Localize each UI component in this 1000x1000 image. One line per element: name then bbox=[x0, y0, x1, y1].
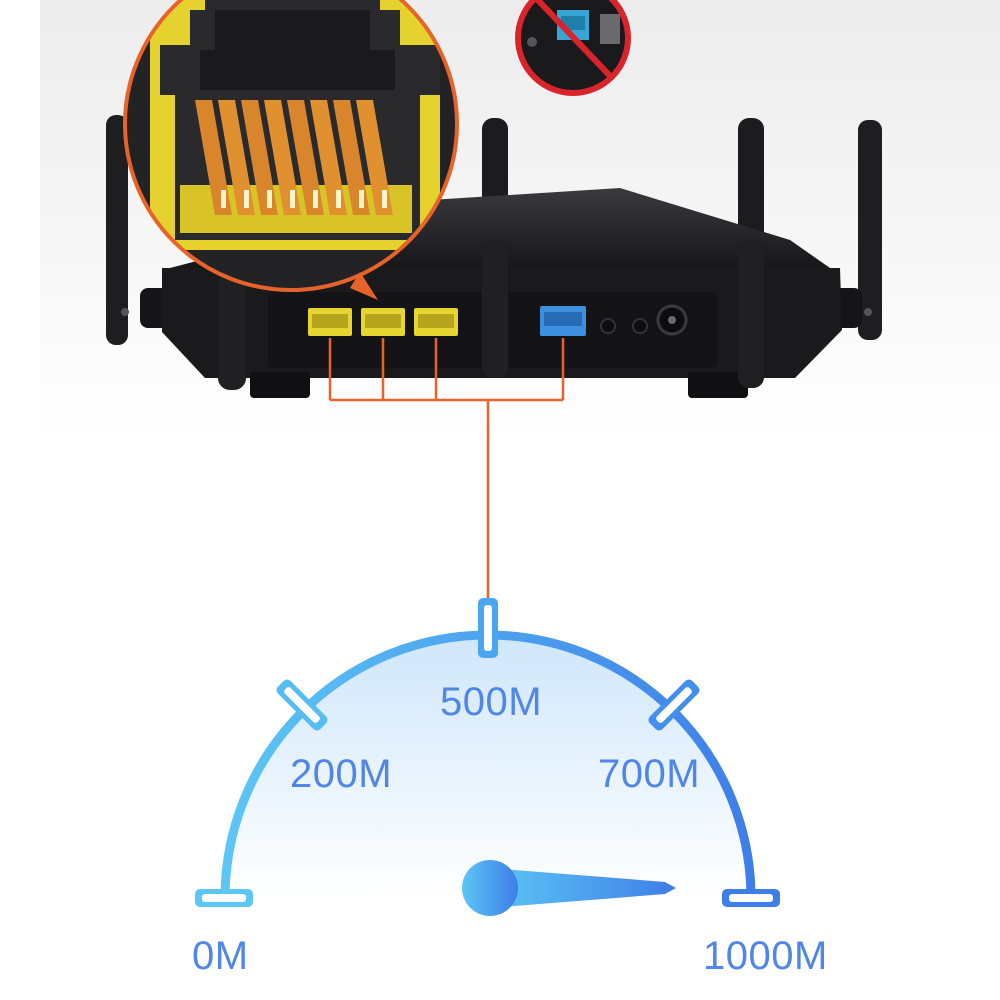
gauge-needle-hub bbox=[462, 860, 518, 916]
router-foot bbox=[688, 372, 748, 398]
rj45-contact-pins bbox=[195, 100, 393, 215]
speed-label-1000m: 1000M bbox=[703, 934, 828, 978]
antenna bbox=[218, 270, 246, 390]
wps-button bbox=[600, 318, 616, 334]
speed-gauge bbox=[195, 598, 780, 916]
antenna-screw bbox=[864, 308, 872, 316]
antenna bbox=[482, 240, 508, 378]
gauge-tick-200 bbox=[276, 679, 328, 731]
lan-port bbox=[308, 308, 352, 336]
speed-label-200m: 200M bbox=[290, 752, 393, 796]
reset-button bbox=[632, 318, 648, 334]
lan-port bbox=[361, 308, 405, 336]
gauge-tick-1000 bbox=[722, 889, 780, 907]
forbidden-slash bbox=[533, 0, 615, 81]
forbidden-icon bbox=[515, 0, 631, 96]
lan-port bbox=[414, 308, 458, 336]
wan-port bbox=[540, 306, 586, 336]
port-connector-lines bbox=[328, 338, 565, 600]
router-foot bbox=[250, 372, 310, 398]
port-zoom-callout bbox=[123, 0, 459, 300]
gauge-face bbox=[225, 635, 751, 898]
antenna bbox=[106, 115, 128, 345]
gauge-tick-0 bbox=[195, 889, 253, 907]
gauge-tick-500 bbox=[478, 598, 498, 658]
incompatible-port-badge bbox=[515, 0, 631, 96]
power-jack-pin bbox=[668, 316, 676, 324]
antenna bbox=[738, 240, 764, 388]
router bbox=[106, 115, 882, 398]
gauge-tick-700 bbox=[648, 679, 700, 731]
speed-label-0m: 0M bbox=[192, 934, 249, 978]
speed-label-500m: 500M bbox=[440, 680, 543, 724]
speed-label-700m: 700M bbox=[598, 752, 701, 796]
gauge-needle bbox=[462, 860, 676, 916]
antenna-screw bbox=[121, 308, 129, 316]
antenna bbox=[858, 120, 882, 340]
